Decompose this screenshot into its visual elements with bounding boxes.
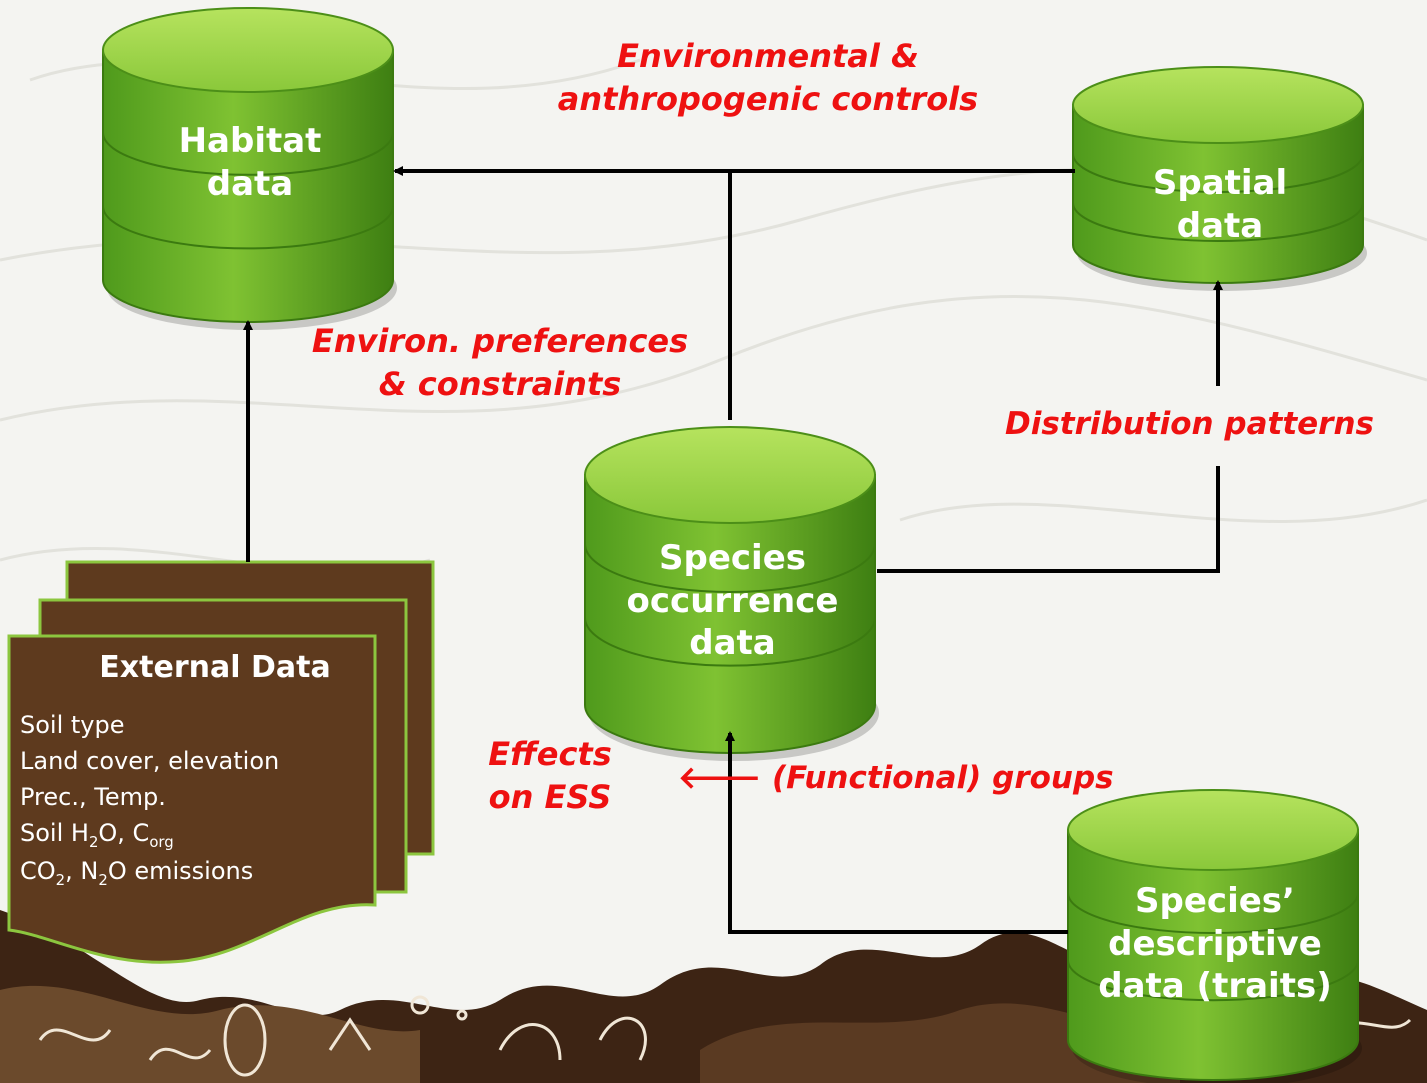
external-item-soil-water-carbon: Soil H2O, Corg (20, 819, 174, 851)
habitat-line1: Habitat (178, 121, 322, 161)
occurrence-data-label: Species occurrence data (610, 537, 855, 665)
external-data-title: External Data (99, 650, 331, 685)
cylinder-top (1072, 66, 1364, 144)
distribution-patterns-label: Distribution patterns (1005, 406, 1374, 442)
cylinder-band (1072, 153, 1364, 193)
cylinder-band (584, 543, 876, 593)
external-data-document-stack (7, 560, 435, 964)
cylinder-band (102, 206, 394, 250)
traits-line3: data (traits) (1098, 966, 1332, 1006)
cylinder-top (1067, 789, 1359, 871)
cylinder-top (102, 7, 394, 93)
cylinder-body (1067, 829, 1359, 1081)
functional-groups-text: (Functional) groups (771, 760, 1114, 796)
species-occurrence-data-cylinder (584, 426, 879, 761)
habitat-data-cylinder (102, 7, 397, 330)
species-traits-data-cylinder (1067, 789, 1362, 1083)
cylinder-body (584, 474, 876, 754)
habitat-data-label: Habitat data (150, 120, 350, 205)
traits-data-label: Species’ descriptive data (traits) (1070, 880, 1360, 1008)
occurrence-to-spatial-arrow (877, 466, 1220, 573)
env-controls-line2: anthropogenic controls (557, 80, 979, 119)
external-item-prec-temp: Prec., Temp. (20, 783, 166, 811)
cylinder-band (1072, 202, 1364, 242)
occurrence-line3: data (689, 623, 776, 663)
env-preferences-line2: & constraints (378, 365, 622, 404)
traits-line2: descriptive (1108, 923, 1322, 964)
env-controls-line1: Environmental & (617, 37, 919, 75)
external-item-soil-type: Soil type (20, 711, 125, 739)
spatial-data-cylinder (1072, 66, 1367, 291)
traits-to-occurrence-arrow (725, 731, 1068, 934)
spatial-line1: Spatial (1152, 163, 1288, 203)
effects-on-ess-label: Effects on ESS (470, 733, 630, 819)
functional-groups-label: 🡐 (Functional) groups (678, 758, 1114, 800)
left-arrow-icon: 🡐 (678, 760, 762, 796)
occurrence-line2: occurrence (626, 580, 839, 621)
external-data-list: Soil type Land cover, elevation Prec., T… (20, 707, 279, 891)
traits-line1: Species’ (1135, 881, 1295, 921)
effects-line1: Effects (488, 735, 612, 773)
cylinder-band (1067, 960, 1359, 1002)
spatial-data-label: Spatial data (1120, 162, 1320, 247)
cylinder-band (584, 617, 876, 667)
env-preferences-label: Environ. preferences & constraints (280, 320, 720, 406)
external-item-emissions: CO2, N2O emissions (20, 857, 254, 889)
connectors (243, 166, 1223, 934)
occurrence-line1: Species (659, 538, 806, 578)
cylinder-band (1067, 892, 1359, 934)
effects-line2: on ESS (488, 778, 612, 817)
habitat-line2: data (206, 163, 294, 204)
external-item-land-cover: Land cover, elevation (20, 747, 280, 775)
cylinder-band (102, 132, 394, 176)
spatial-line2: data (1176, 205, 1264, 246)
env-preferences-line1: Environ. preferences (311, 322, 689, 360)
env-controls-label: Environmental & anthropogenic controls (518, 35, 1018, 121)
cylinder-top (584, 426, 876, 524)
